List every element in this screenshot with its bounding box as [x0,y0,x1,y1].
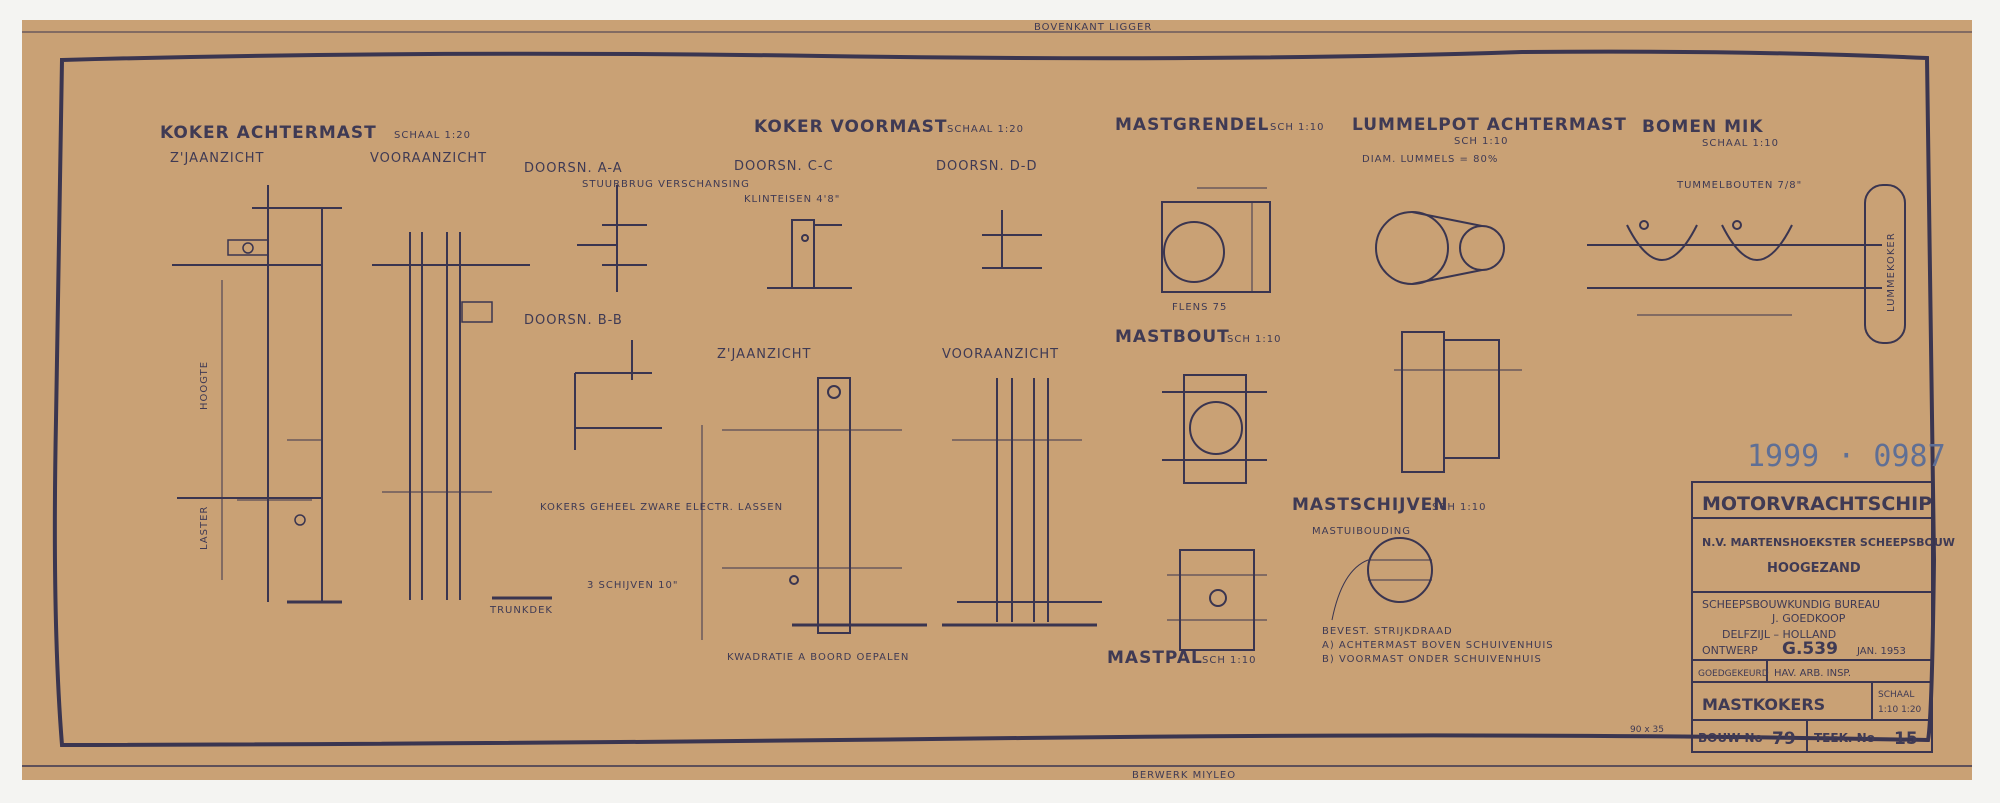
annotation-hoogte: HOOGTE [199,361,210,410]
title-block-inspector: HAV. ARB. INSP. [1774,668,1851,679]
scale-bomen-mik: SCHAAL 1:10 [1702,138,1779,149]
section-aa [577,185,647,292]
sheet-size-note: 90 x 35 [1630,725,1664,735]
annotation-top-edge: BOVENKANT LIGGER [1034,22,1152,33]
lummelpot-drawing [1375,211,1522,473]
title-block-vessel: MOTORVRACHTSCHIP [1702,493,1932,515]
title-koker-voormast: KOKER VOORMAST [754,117,947,137]
annotation-bevest-a: A) ACHTERMAST BOVEN SCHUIVENHUIS [1322,640,1554,651]
title-block-bouw-no: 79 [1772,729,1796,749]
annotation-schijven: 3 SCHIJVEN 10" [587,580,678,591]
title-mastgrendel: MASTGRENDEL [1115,115,1269,135]
title-bomen-mik: BOMEN MIK [1642,117,1764,137]
stamp-number: 1999 · 0987 [1747,439,1946,474]
annotation-trunkdek: TRUNKDEK [489,605,553,616]
scale-mastgrendel: SCH 1:10 [1270,122,1324,133]
title-block [1691,481,1933,753]
title-block-place: HOOGEZAND [1767,561,1861,576]
mastgrendel-drawing [1161,187,1271,293]
title-block-teek-label: TEEK. No [1814,731,1875,745]
mastschijven-drawing [1331,537,1433,621]
scale-mastpal: SCH 1:10 [1202,655,1256,666]
scale-mastschijven: SCH 1:10 [1432,502,1486,513]
title-block-teek-no: 15 [1894,729,1918,749]
annotation-diam-lummels: DIAM. LUMMELS = 80% [1362,154,1498,165]
scale-koker-achtermast: SCHAAL 1:20 [394,130,471,141]
annotation-tummelbouten: TUMMELBOUTEN 7/8" [1676,180,1802,191]
achtermast-side-view [172,185,342,604]
annotation-laster: LASTER [199,506,210,550]
label-doorsn-aa: DOORSN. A-A [524,161,623,176]
label-doorsn-bb: DOORSN. B-B [524,313,623,328]
title-lummelpot: LUMMELPOT ACHTERMAST [1352,115,1627,135]
title-block-location: DELFZIJL – HOLLAND [1722,628,1836,641]
title-block-scale-value: 1:10 1:20 [1878,705,1922,715]
mastbout-drawing [1162,374,1267,484]
annotation-flens: FLENS 75 [1172,302,1227,313]
title-mastbout: MASTBOUT [1115,327,1230,347]
drawing-border [52,49,1937,748]
section-cc [767,219,852,289]
title-block-bouw-label: BOUW No [1698,731,1763,745]
title-block-designer: J. GOEDKOOP [1771,612,1846,625]
title-block-scale-label: SCHAAL [1878,690,1914,700]
annotation-bevest-b: B) VOORMAST ONDER SCHUIVENHUIS [1322,654,1542,665]
title-block-approved: GOEDGEKEURD [1698,669,1769,679]
section-bb [574,340,662,450]
title-block-ontwerp-no: G.539 [1782,639,1838,659]
label-vooraanzicht-1: VOORAANZICHT [370,151,487,166]
annotation-mastuibouding: MASTUIBOUDING [1312,526,1411,537]
scale-mastbout: SCH 1:10 [1227,334,1281,345]
mastpal-drawing [1167,549,1267,651]
scale-koker-voormast: SCHAAL 1:20 [947,124,1024,135]
label-zijaanzicht-2: Z'JAANZICHT [717,347,812,362]
title-block-yard: N.V. MARTENSHOEKSTER SCHEEPSBOUW [1702,536,1955,549]
annotation-kwadratie: KWADRATIE A BOORD OEPALEN [727,652,909,663]
scale-lummelpot: SCH 1:10 [1454,136,1508,147]
title-mastpal: MASTPAL [1107,648,1203,668]
title-mastschijven: MASTSCHIJVEN [1292,495,1449,515]
drawing-sheet: KOKER ACHTERMAST SCHAAL 1:20 Z'JAANZICHT… [22,20,1972,780]
annotation-lummekoker: LUMMEKOKER [1886,232,1897,312]
annotation-kokers-geheel: KOKERS GEHEEL ZWARE ELECTR. LASSEN [540,502,783,513]
title-block-ontwerp-label: ONTWERP [1702,644,1758,657]
title-block-bureau: SCHEEPSBOUWKUNDIG BUREAU [1702,598,1880,611]
label-zijaanzicht-1: Z'JAANZICHT [170,151,265,166]
label-doorsn-cc: DOORSN. C-C [734,159,834,174]
title-koker-achtermast: KOKER ACHTERMAST [160,123,377,143]
voormast-side-view [701,377,927,640]
label-doorsn-dd: DOORSN. D-D [936,159,1037,174]
annotation-stuurbrug: STUURBRUG VERSCHANSING [582,179,750,190]
voormast-front-view [942,378,1102,627]
annotation-bevest: BEVEST. STRIJKDRAAD [1322,626,1453,637]
technical-drawing: KOKER ACHTERMAST SCHAAL 1:20 Z'JAANZICHT… [22,22,1972,780]
bomen-mik-drawing [1587,184,1906,344]
annotation-klinteisen: KLINTEISEN 4'8" [744,194,840,205]
annotation-bottom-edge: BERWERK MIYLEO [1132,770,1236,780]
achtermast-front-view [372,232,552,600]
title-block-subject: MASTKOKERS [1702,695,1825,714]
label-vooraanzicht-2: VOORAANZICHT [942,347,1059,362]
title-block-date: JAN. 1953 [1856,646,1906,657]
section-dd [982,210,1042,269]
